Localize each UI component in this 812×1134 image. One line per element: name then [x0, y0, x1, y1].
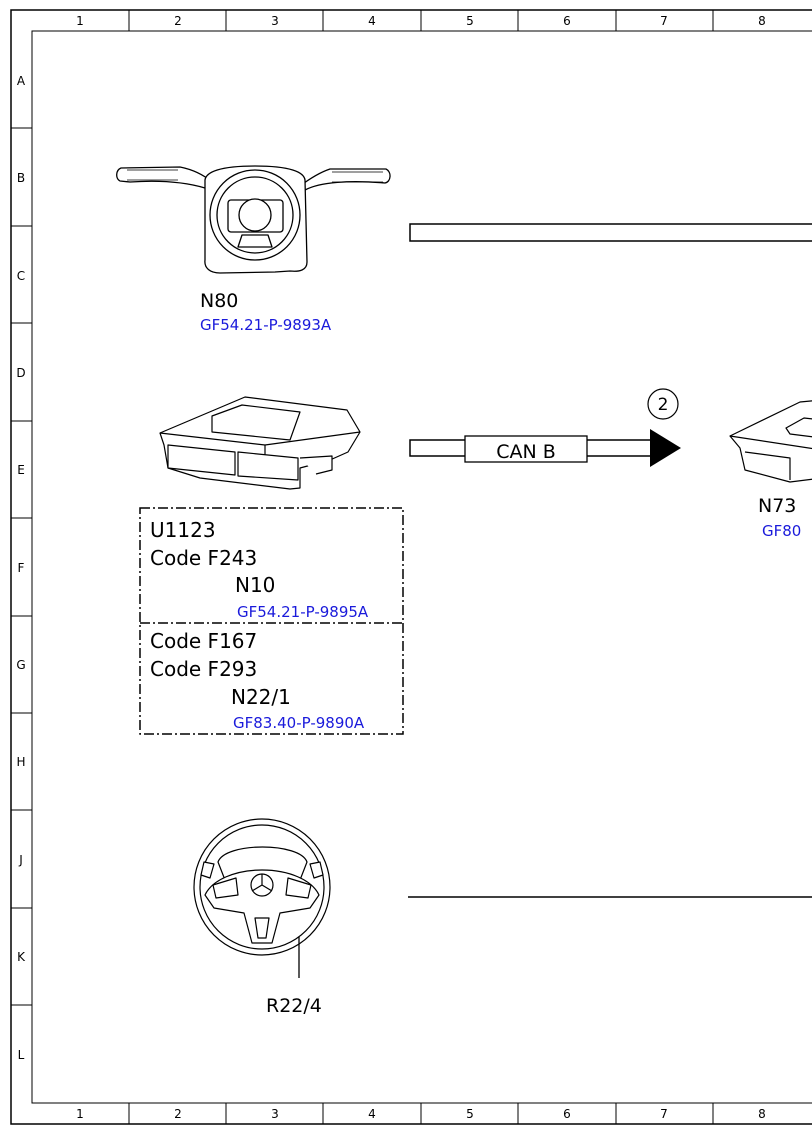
- row-label: A: [17, 74, 26, 88]
- col-label: 5: [466, 14, 474, 28]
- can-b-line-right: [585, 439, 653, 457]
- fault-code: U1123: [150, 518, 216, 542]
- n80-label: N80: [200, 290, 238, 312]
- r22-4-label: R22/4: [266, 995, 322, 1017]
- fault-code-box: [139, 507, 404, 735]
- row-label: G: [16, 658, 25, 672]
- row-label: B: [17, 171, 25, 185]
- n80-reference-link[interactable]: GF54.21-P-9893A: [200, 316, 332, 334]
- row-labels: A B C D E F G H J K L: [16, 74, 26, 1062]
- connection-number-badge: [647, 388, 679, 420]
- col-label: 7: [660, 14, 668, 28]
- n73-reference-link[interactable]: GF80: [762, 522, 801, 540]
- col-label: 8: [758, 1107, 766, 1121]
- row-label: D: [16, 366, 25, 380]
- col-label: 1: [76, 14, 84, 28]
- column-labels-bottom: 1 2 3 4 5 6 7 8: [76, 1107, 766, 1121]
- fault-code: Code F243: [150, 546, 257, 570]
- can-b-label: CAN B: [496, 441, 556, 463]
- n73-label: N73: [758, 495, 796, 517]
- row-label: E: [17, 463, 25, 477]
- control-unit-illustration: [159, 396, 361, 490]
- drawing-frame: [10, 9, 812, 1125]
- row-label: L: [18, 1048, 25, 1062]
- can-b-line-left: [409, 439, 467, 457]
- can-b-label-box: [464, 435, 588, 463]
- fault-code: Code F167: [150, 629, 257, 653]
- n10-label: N10: [235, 573, 275, 597]
- can-b-connection: [409, 429, 681, 467]
- col-label: 1: [76, 1107, 84, 1121]
- n73-module-illustration: [729, 400, 812, 483]
- col-label: 3: [271, 1107, 279, 1121]
- col-label: 6: [563, 1107, 571, 1121]
- row-label: K: [17, 950, 26, 964]
- n22-1-label: N22/1: [231, 685, 291, 709]
- col-label: 5: [466, 1107, 474, 1121]
- column-labels-top: 1 2 3 4 5 6 7 8: [76, 14, 766, 28]
- col-label: 8: [758, 14, 766, 28]
- n10-reference-link[interactable]: GF54.21-P-9895A: [237, 603, 369, 621]
- row-label: F: [18, 561, 25, 575]
- fault-code: Code F293: [150, 657, 257, 681]
- col-label: 7: [660, 1107, 668, 1121]
- row-label: J: [18, 853, 23, 867]
- steering-column-module-illustration: [116, 165, 391, 274]
- connection-number: 2: [658, 395, 669, 415]
- col-label: 4: [368, 14, 376, 28]
- n80-connection-line: [409, 223, 812, 242]
- col-label: 3: [271, 14, 279, 28]
- steering-wheel-illustration: [193, 818, 331, 956]
- col-label: 2: [174, 1107, 182, 1121]
- col-label: 6: [563, 14, 571, 28]
- col-label: 4: [368, 1107, 376, 1121]
- row-label: C: [17, 269, 25, 283]
- arrow-right-icon: [650, 429, 681, 467]
- row-label: H: [16, 755, 25, 769]
- n22-1-reference-link[interactable]: GF83.40-P-9890A: [233, 714, 365, 732]
- col-label: 2: [174, 14, 182, 28]
